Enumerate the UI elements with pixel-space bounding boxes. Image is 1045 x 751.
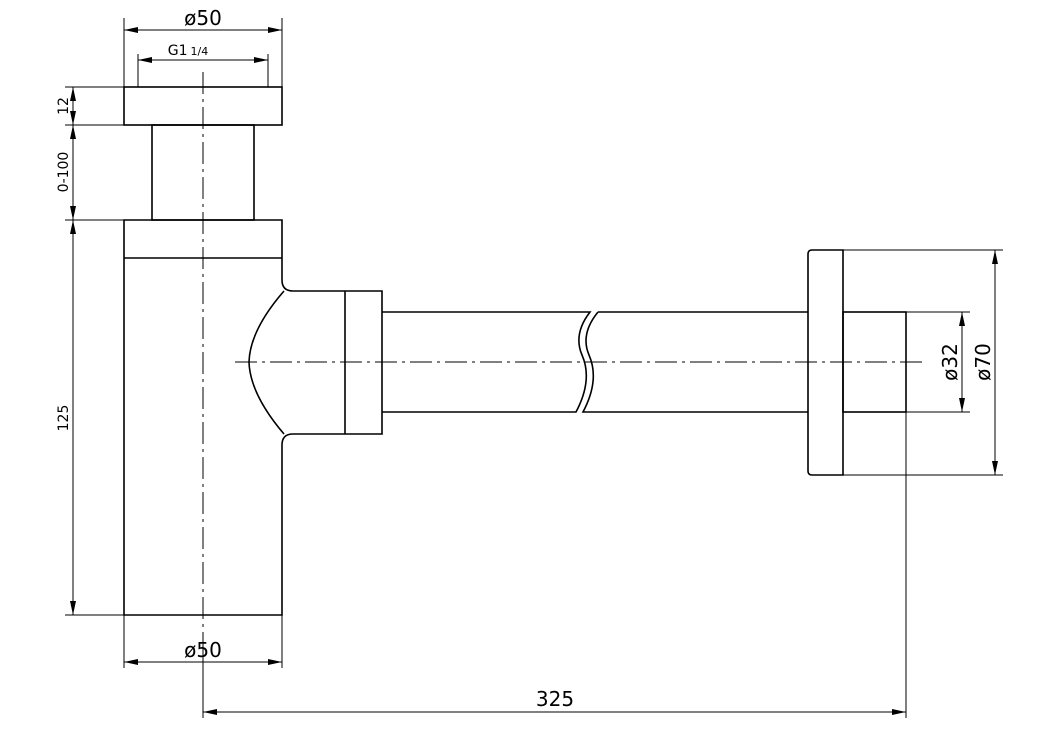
label-top-diameter: ø50 bbox=[184, 6, 222, 30]
extension-lines bbox=[65, 18, 1003, 718]
label-body-height: 125 bbox=[56, 405, 72, 432]
label-overall-length: 325 bbox=[536, 687, 574, 711]
wall-sleeve bbox=[842, 311, 907, 413]
label-pipe-diameter: ø32 bbox=[938, 343, 962, 381]
label-rosette-diameter: ø70 bbox=[971, 343, 995, 381]
outlet-pipe-right bbox=[581, 311, 808, 413]
outlet-intersection-curve bbox=[248, 290, 285, 435]
wall-rosette bbox=[807, 249, 844, 476]
trap-body bbox=[123, 219, 383, 616]
label-extension: 0-100 bbox=[56, 152, 72, 193]
label-flange-height: 12 bbox=[56, 97, 72, 115]
outlet-pipe-left bbox=[382, 311, 592, 413]
label-bottom-diameter: ø50 bbox=[184, 638, 222, 662]
